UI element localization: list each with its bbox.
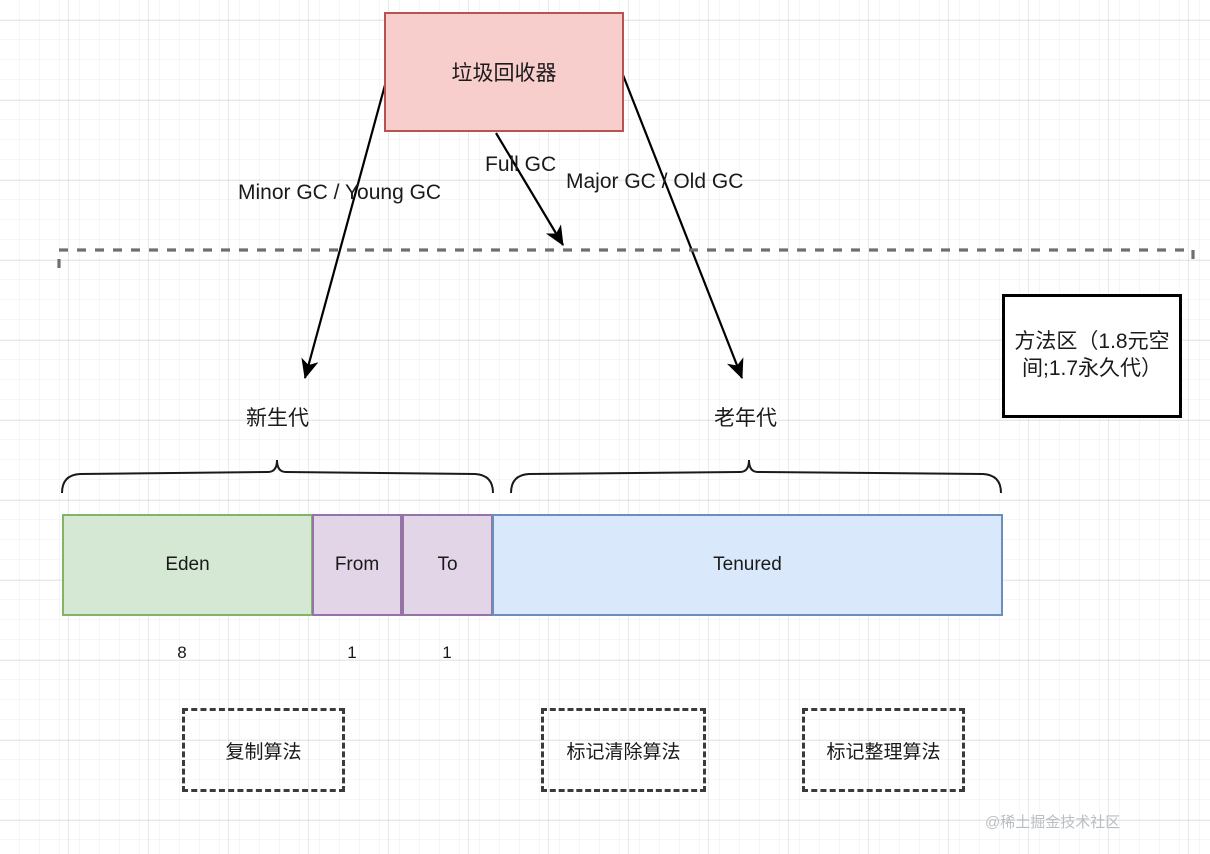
algorithm-box-copying: 复制算法 [182, 708, 345, 792]
arrow-major-gc [621, 74, 744, 380]
gc-collector-label: 垃圾回收器 [451, 62, 557, 85]
heap-segment-label: From [334, 554, 380, 575]
heap-segment-label: To [437, 554, 458, 575]
algorithm-box-mark-compact: 标记整理算法 [802, 708, 965, 792]
method-area-label: 方法区（1.8元空间;1.7永久代） [1014, 330, 1170, 380]
heap-segment-tenured: Tenured [492, 514, 1003, 616]
heap-segment-from: From [312, 514, 402, 616]
algorithm-box-mark-sweep: 标记清除算法 [541, 708, 706, 792]
algorithm-label: 标记整理算法 [826, 741, 941, 763]
ratio-from: 1 [347, 643, 357, 662]
heap-segment-label: Eden [165, 554, 210, 575]
ratio-eden: 8 [177, 643, 187, 662]
method-area-box: 方法区（1.8元空间;1.7永久代） [1002, 294, 1182, 418]
heap-segment-to: To [402, 514, 493, 616]
arrow-minor-gc [301, 73, 390, 380]
watermark: @稀土掘金技术社区 [985, 814, 1121, 831]
label-young-generation: 新生代 [246, 407, 309, 430]
label-old-generation: 老年代 [714, 407, 777, 430]
heap-segment-label: Tenured [713, 554, 782, 575]
label-full-gc: Full GC [485, 153, 557, 176]
heap-segment-eden: Eden [62, 514, 313, 616]
gc-collector-box: 垃圾回收器 [384, 12, 624, 132]
algorithm-label: 标记清除算法 [566, 741, 681, 763]
algorithm-label: 复制算法 [225, 741, 302, 763]
brace-young-generation [61, 459, 494, 494]
heap-boundary-dashed [57, 248, 1195, 268]
ratio-to: 1 [442, 643, 452, 662]
arrow-full-gc [495, 132, 564, 246]
brace-old-generation [510, 459, 1002, 494]
label-major-gc: Major GC / Old GC [566, 170, 744, 193]
label-minor-gc: Minor GC / Young GC [238, 181, 442, 204]
